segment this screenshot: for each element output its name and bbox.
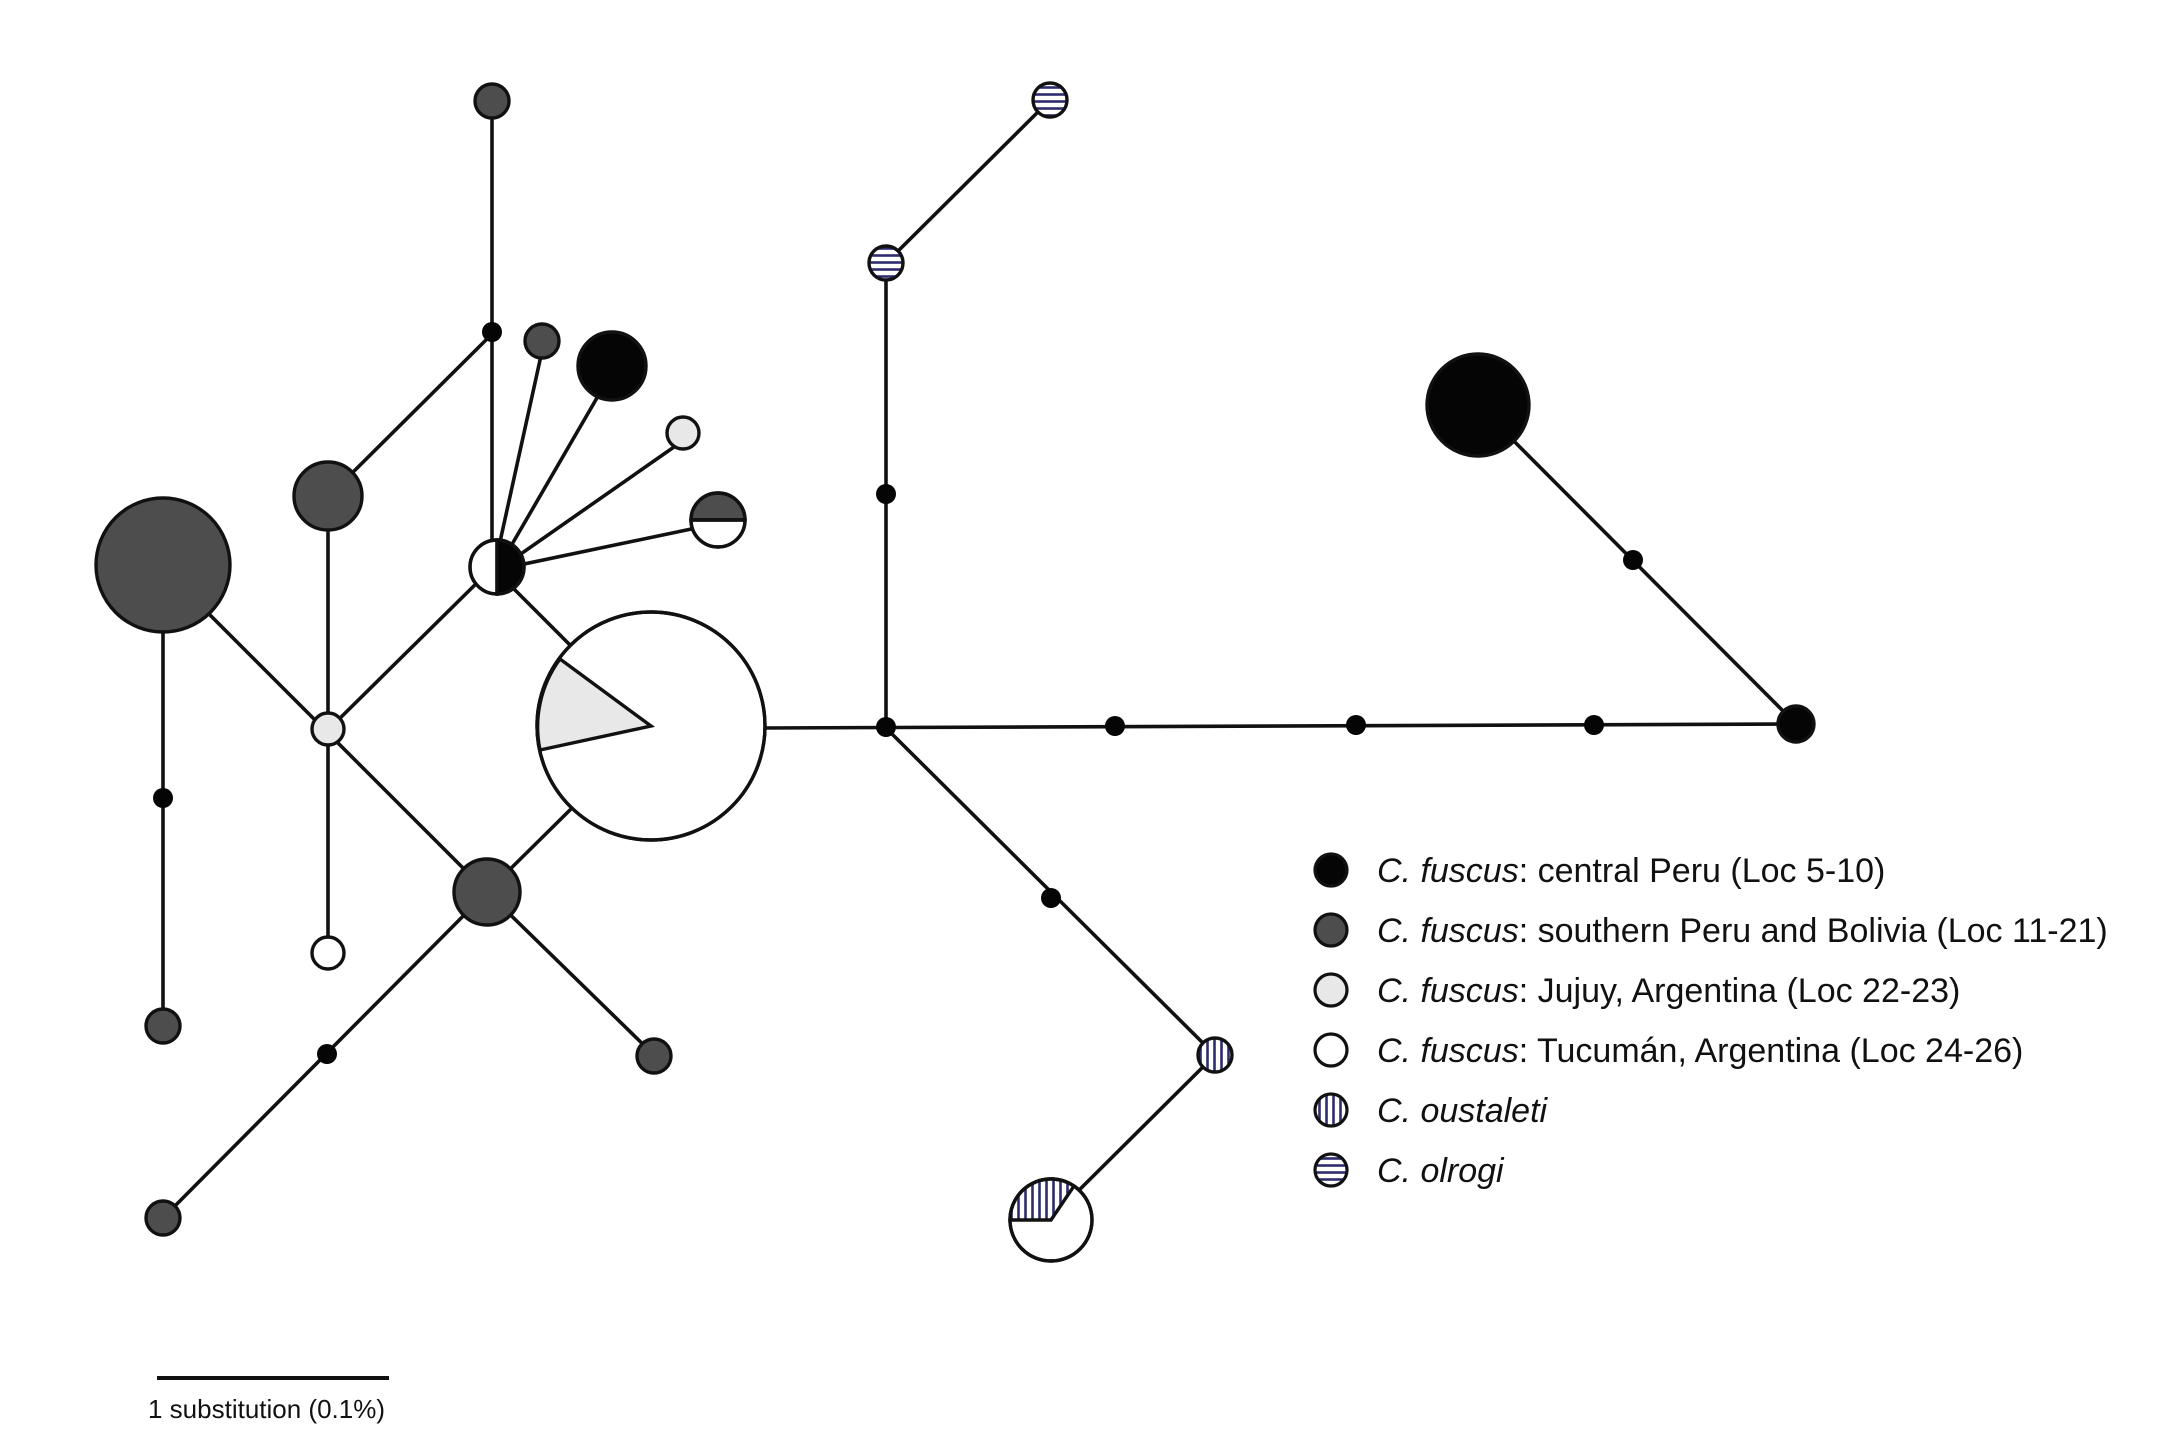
median-vector-node	[1105, 716, 1125, 736]
scale-bar: 1 substitution (0.1%)	[148, 1376, 389, 1424]
median-vector-node	[317, 1044, 337, 1064]
legend-item-tucuman: C. fuscus: Tucumán, Argentina (Loc 24-26…	[1313, 1032, 2023, 1070]
pie-slice-tucuman	[689, 518, 747, 549]
legend-label: C. fuscus: Tucumán, Argentina (Loc 24-26…	[1377, 1032, 2023, 1070]
legend-species: C. fuscus	[1377, 1032, 1519, 1070]
edge	[884, 98, 1052, 265]
edge	[503, 521, 722, 570]
median-vector-node	[482, 322, 502, 342]
haplotype-nodes	[94, 81, 1816, 1263]
edge	[498, 370, 614, 567]
median-vector-node	[1623, 550, 1643, 570]
legend-swatch	[1313, 1032, 1349, 1068]
haplotype-olrogi	[1031, 81, 1069, 119]
haplotype-southern-peru-bolivia	[94, 496, 232, 634]
legend-species: C. olrogi	[1377, 1152, 1505, 1190]
haplotype-mixed-southern-tucuman	[689, 491, 747, 549]
median-vector-node	[1041, 888, 1061, 908]
haplotype-southern-peru-bolivia	[144, 1007, 182, 1045]
legend-item-jujuy: C. fuscus: Jujuy, Argentina (Loc 22-23)	[1313, 972, 1960, 1010]
median-vector-node	[876, 484, 896, 504]
node-outline	[689, 491, 747, 549]
haplotype-central-tucuman-jujuy	[535, 610, 767, 842]
edge	[485, 890, 656, 1057]
node-outline	[535, 610, 767, 842]
legend-item-southern-peru-bolivia: C. fuscus: southern Peru and Bolivia (Lo…	[1313, 912, 2108, 950]
legend-species: C. fuscus	[1377, 912, 1519, 950]
legend-locality: : central Peru (Loc 5-10)	[1519, 852, 1886, 890]
legend-label: C. oustaleti	[1377, 1092, 1549, 1130]
edge	[325, 566, 494, 733]
median-vector-node	[153, 788, 173, 808]
median-vector-node	[1584, 715, 1604, 735]
legend-swatch	[1313, 852, 1349, 888]
legend-locality: : Jujuy, Argentina (Loc 22-23)	[1519, 972, 1961, 1010]
haplotype-central-peru	[576, 330, 648, 402]
legend-swatch	[1313, 1092, 1349, 1128]
legend-species: C. fuscus	[1377, 852, 1519, 890]
legend-species: C. fuscus	[1377, 972, 1519, 1010]
legend-item-oustaleti: C. oustaleti	[1313, 1092, 1549, 1130]
haplotype-southern-peru-bolivia	[144, 1199, 182, 1237]
pie-slice-central-peru	[495, 538, 526, 596]
haplotype-jujuy	[665, 415, 701, 451]
legend-locality: : southern Peru and Bolivia (Loc 11-21)	[1519, 912, 2108, 950]
haplotype-mixed-oustaleti-tucuman	[1008, 1177, 1094, 1263]
haplotype-southern-peru-bolivia	[292, 460, 364, 532]
edge	[501, 576, 577, 652]
legend-label: C. olrogi	[1377, 1152, 1505, 1190]
edge	[760, 722, 1798, 730]
median-vector-node	[1346, 715, 1366, 735]
haplotype-tucuman	[310, 935, 346, 971]
legend-species: C. oustaleti	[1377, 1092, 1549, 1130]
haplotype-mixed-tucuman-central-peru	[468, 538, 526, 596]
legend-swatch	[1313, 912, 1349, 948]
edge	[503, 438, 686, 567]
legend-item-central-peru: C. fuscus: central Peru (Loc 5-10)	[1313, 852, 1885, 890]
edge	[494, 340, 546, 562]
haplotype-central-peru	[1425, 352, 1531, 458]
haplotype-jujuy	[310, 711, 346, 747]
legend-label: C. fuscus: Jujuy, Argentina (Loc 22-23)	[1377, 972, 1960, 1010]
haplotype-southern-peru-bolivia	[635, 1037, 673, 1075]
haplotype-olrogi	[867, 244, 905, 282]
edge	[326, 332, 494, 499]
legend-swatch	[1313, 972, 1349, 1008]
haplotype-oustaleti	[1196, 1036, 1234, 1074]
median-vectors	[153, 322, 1643, 1064]
legend-label: C. fuscus: southern Peru and Bolivia (Lo…	[1377, 912, 2108, 950]
scale-bar-label: 1 substitution (0.1%)	[148, 1394, 385, 1424]
legend: C. fuscus: central Peru (Loc 5-10)C. fus…	[1313, 852, 2108, 1190]
legend-label: C. fuscus: central Peru (Loc 5-10)	[1377, 852, 1885, 890]
node-outline	[1008, 1177, 1094, 1263]
haplotype-southern-peru-bolivia	[452, 857, 522, 927]
legend-swatch	[1313, 1152, 1349, 1188]
median-vector-node	[876, 717, 896, 737]
haplotype-central-peru	[1776, 704, 1816, 744]
haplotype-southern-peru-bolivia	[473, 82, 511, 120]
pie-slice-southern-peru-bolivia	[689, 491, 747, 522]
legend-item-olrogi: C. olrogi	[1313, 1152, 1505, 1190]
node-outline	[468, 538, 526, 596]
legend-locality: : Tucumán, Argentina (Loc 24-26)	[1519, 1032, 2024, 1070]
haplotype-southern-peru-bolivia	[523, 322, 561, 360]
